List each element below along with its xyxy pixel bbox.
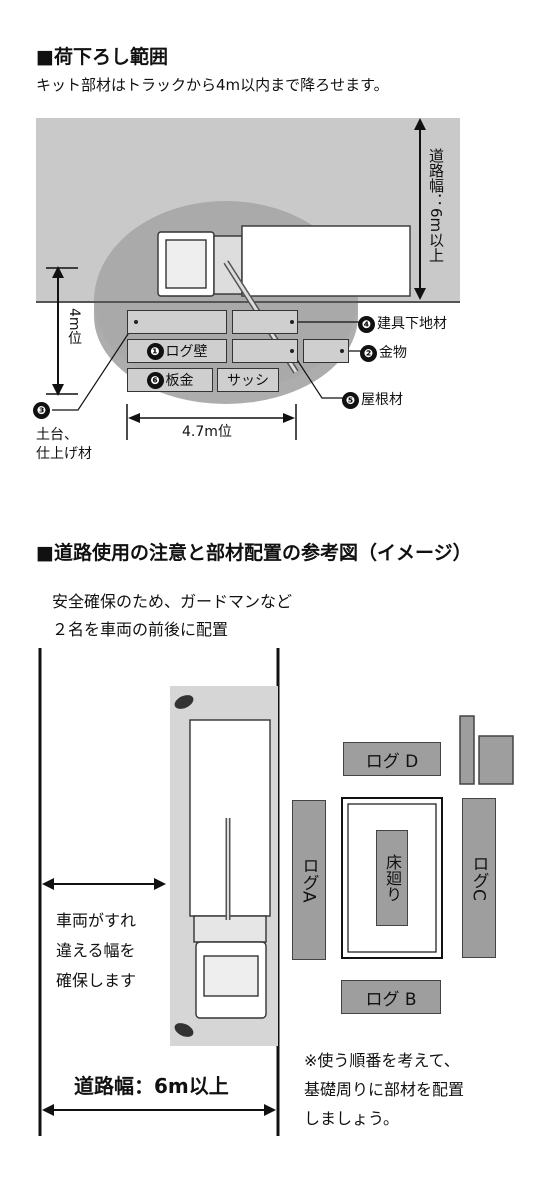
ground-text-line1: 土台、 xyxy=(36,427,78,443)
part-box-sheet-metal: ❻ 板金 xyxy=(127,368,213,392)
part-log-c: ログC xyxy=(462,798,496,958)
number-4-icon: ❹ xyxy=(358,316,375,333)
pass-line-1: 車両がすれ xyxy=(56,911,137,930)
safety-note-line1: 安全確保のため、ガードマンなど xyxy=(52,592,293,611)
number-3-icon: ❸ xyxy=(33,402,50,419)
tip-line-3: しましょう。 xyxy=(304,1109,400,1128)
depth-label: 4m位 xyxy=(66,308,82,345)
label-ground: 土台、 仕上げ材 xyxy=(36,426,92,464)
road-width-label-vertical: 道路幅：6m以上 xyxy=(427,148,445,263)
part-box-ground xyxy=(127,310,227,334)
tip-line-2: 基礎周りに部材を配置 xyxy=(304,1080,465,1099)
roof-text: 屋根材 xyxy=(361,392,403,408)
number-6-icon: ❻ xyxy=(146,371,164,389)
part-box-fittings-base xyxy=(232,310,298,334)
truck-side xyxy=(189,719,271,1019)
number-2-icon: ❷ xyxy=(360,345,377,362)
ground-text-line2: 仕上げ材 xyxy=(36,446,92,462)
road-width-label: 道路幅：6m以上 xyxy=(74,1074,229,1098)
part-floor: 床廻り xyxy=(376,830,408,926)
number-5-icon: ❺ xyxy=(342,392,359,409)
log-wall-label: ログ壁 xyxy=(165,344,208,360)
part-box-log-wall: ❶ ログ壁 xyxy=(127,339,227,363)
pass-line-3: 確保します xyxy=(56,971,137,990)
sash-label: サッシ xyxy=(227,373,269,389)
width-label: 4.7m位 xyxy=(182,424,232,440)
part-box-roof xyxy=(232,339,298,363)
section2-title: ■道路使用の注意と部材配置の参考図（イメージ） xyxy=(36,542,472,564)
hardware-text: 金物 xyxy=(379,345,407,361)
number-1-icon: ❶ xyxy=(146,342,164,360)
tip-line-1: ※使う順番を考えて、 xyxy=(304,1051,460,1070)
truck-top xyxy=(157,225,411,374)
label-ground-number: ❸ xyxy=(33,402,52,419)
section1-subtitle: キット部材はトラックから4m以内まで降ろせます。 xyxy=(36,76,389,94)
section1-title: ■荷下ろし範囲 xyxy=(36,46,168,68)
part-box-sash: サッシ xyxy=(217,368,279,392)
sheet-metal-label: 板金 xyxy=(165,373,194,389)
part-log-d: ログ D xyxy=(343,742,441,776)
placement-tip: ※使う順番を考えて、 基礎周りに部材を配置 しましょう。 xyxy=(304,1046,464,1133)
safety-note-line2: ２名を車両の前後に配置 xyxy=(52,620,229,639)
pass-width-note: 車両がすれ 違える幅を 確保します xyxy=(56,906,136,996)
fittings-base-text: 建具下地材 xyxy=(377,316,447,332)
part-log-a: ログA xyxy=(292,800,326,960)
pass-line-2: 違える幅を xyxy=(56,941,136,960)
part-log-b: ログ B xyxy=(341,980,441,1014)
